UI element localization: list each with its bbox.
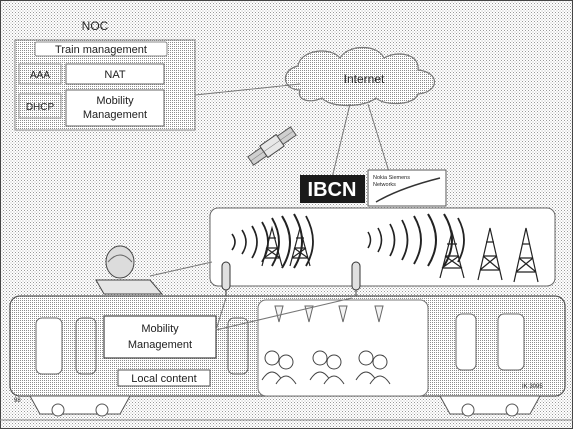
train-car: Mobility Management Local content 98 IK … [9, 295, 566, 404]
train-antenna-link [215, 297, 353, 331]
train-door [497, 313, 525, 371]
train-window [227, 317, 249, 375]
partner-line2: Networks [373, 182, 396, 188]
wireless-panel [209, 207, 556, 287]
local-content-box [117, 369, 211, 387]
train-mobility-line2: Management [128, 339, 192, 351]
train-mobility-box [103, 315, 217, 359]
tower-icon [289, 225, 311, 267]
noc-internet-link [194, 83, 301, 96]
cloud-ibcn-link [331, 103, 351, 179]
local-content-label: Local content [131, 373, 196, 385]
ibcn-logo-box [300, 175, 365, 203]
tower-icon [261, 225, 283, 267]
tower-icon [439, 229, 465, 279]
nat-box [65, 63, 165, 85]
train-small-left: 98 [14, 398, 21, 404]
ibcn-logo: IBCN [300, 175, 365, 203]
partner-logo: Nokia Siemens Networks [367, 169, 447, 207]
left-radio-group [231, 213, 314, 269]
wifi-device-icons [274, 305, 384, 323]
tower-icon [513, 227, 539, 283]
partner-swoosh-icon [375, 177, 441, 203]
noc-mobility-box [65, 89, 165, 127]
partner-line1: Nokia Siemens [373, 175, 410, 181]
aaa-label: AAA [30, 70, 50, 81]
ibcn-label: IBCN [308, 179, 357, 201]
train-management-box [34, 41, 168, 57]
dhcp-box [18, 93, 62, 119]
train-window [455, 313, 477, 371]
train-small-right: IK 3095 [522, 384, 543, 390]
operator-icon [95, 245, 213, 295]
internet-cloud: Internet [284, 46, 435, 107]
noc-block: NOC Train management AAA NAT DHCP Mobili… [14, 19, 196, 131]
train-antenna-link [215, 297, 227, 331]
noc-title: NOC [82, 19, 109, 33]
cloud-shape [284, 46, 435, 107]
nat-label: NAT [104, 69, 125, 81]
satellite-icon [247, 126, 297, 166]
train-wheels [29, 395, 541, 417]
aaa-box [18, 63, 62, 85]
dhcp-label: DHCP [26, 102, 55, 113]
tower-icon [477, 227, 503, 281]
noc-mobility-line2: Management [83, 109, 147, 121]
cloud-partner-link [367, 103, 391, 176]
passengers-icon [261, 350, 391, 385]
internet-label: Internet [344, 72, 385, 86]
train-mobility-line1: Mobility [141, 323, 179, 335]
train-door [35, 317, 63, 375]
right-radio-group [367, 213, 465, 267]
train-antenna-icon [351, 261, 361, 298]
train-window [75, 317, 97, 375]
noc-mobility-line1: Mobility [96, 95, 134, 107]
train-management-label: Train management [55, 44, 147, 56]
